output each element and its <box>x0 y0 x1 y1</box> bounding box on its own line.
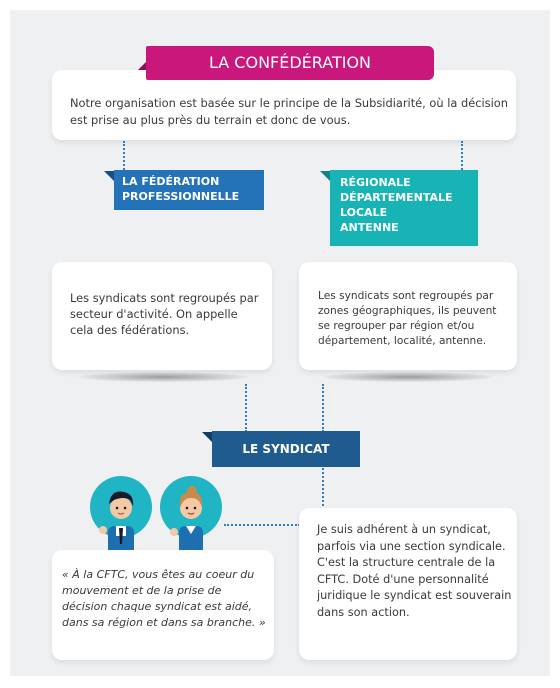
regionale-tag-fold <box>320 171 330 181</box>
federation-tag-line2: PROFESSIONNELLE <box>122 190 240 203</box>
regionale-tag: RÉGIONALE DÉPARTEMENTALE LOCALE ANTENNE <box>330 170 478 246</box>
syndicat-card <box>299 508 517 660</box>
syndicat-tag-fold <box>202 432 212 442</box>
federation-tag: LA FÉDÉRATION PROFESSIONNELLE <box>114 170 264 210</box>
connector-line <box>245 384 247 432</box>
federation-card-shadow <box>78 372 248 382</box>
connector-line <box>322 468 324 510</box>
regionale-tag-line1: RÉGIONALE <box>340 176 411 189</box>
connector-line <box>322 384 324 432</box>
confederation-tag-fold <box>138 60 148 70</box>
syndicat-tag: LE SYNDICAT <box>212 431 360 467</box>
federation-tag-fold <box>104 171 114 181</box>
confederation-text: Notre organisation est basée sur le prin… <box>70 96 508 127</box>
confederation-title-tag: LA CONFÉDÉRATION <box>146 46 434 80</box>
syndicat-text: Je suis adhérent à un syndicat, parfois … <box>317 523 512 619</box>
regionale-card-shadow <box>323 372 493 382</box>
quote-card <box>52 550 274 660</box>
regionale-tag-line3: LOCALE <box>340 206 388 219</box>
connector-line <box>461 141 463 173</box>
regionale-tag-line4: ANTENNE <box>340 221 399 234</box>
confederation-card <box>52 70 516 140</box>
connector-line <box>123 141 125 173</box>
regionale-card <box>299 262 517 370</box>
quote-text: « À la CFTC, vous êtes au coeur du mouve… <box>62 568 266 629</box>
federation-card <box>52 262 272 370</box>
federation-text: Les syndicats sont regroupés par secteur… <box>70 291 259 337</box>
federation-tag-line1: LA FÉDÉRATION <box>122 175 220 188</box>
regionale-text: Les syndicats sont regroupés par zones g… <box>318 290 497 347</box>
regionale-tag-line2: DÉPARTEMENTALE <box>340 191 453 204</box>
connector-line <box>224 524 300 526</box>
